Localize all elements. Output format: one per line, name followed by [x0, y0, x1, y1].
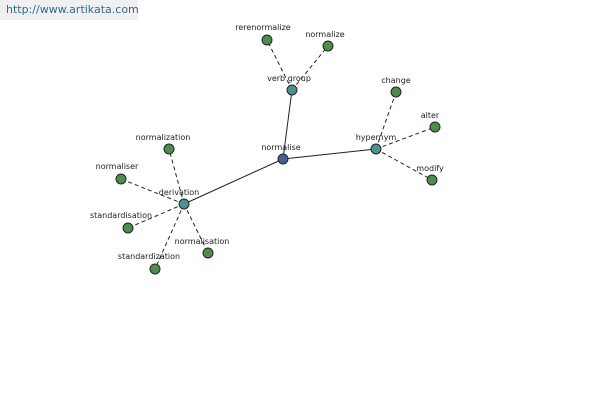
edge-derivation-to-standardization: [154, 203, 185, 270]
node-dot-normalisation[interactable]: [202, 247, 214, 259]
node-dot-normalization[interactable]: [163, 143, 175, 155]
edge-hypernym-to-alter: [375, 126, 436, 150]
edge-verb-group-to-normalize: [291, 45, 329, 91]
edge-hypernym-to-change: [375, 91, 397, 150]
node-label-normaliser[interactable]: normaliser: [96, 162, 139, 171]
node-dot-normalise[interactable]: [277, 153, 289, 165]
edge-normalise-to-derivation: [183, 158, 284, 205]
node-hypernym[interactable]: hypernym: [356, 133, 397, 155]
node-label-alter[interactable]: alter: [421, 111, 440, 120]
node-dot-alter[interactable]: [429, 121, 441, 133]
node-normalization[interactable]: normalization: [136, 133, 191, 155]
node-label-derivation[interactable]: derivation: [159, 188, 199, 197]
edge-derivation-to-standardisation: [127, 203, 185, 229]
node-normaliser[interactable]: normaliser: [96, 162, 139, 185]
edges-layer: [120, 39, 436, 270]
node-normalisation[interactable]: normalisation: [175, 237, 230, 259]
node-label-standardization[interactable]: standardization: [118, 252, 180, 261]
node-dot-normalize[interactable]: [322, 40, 334, 52]
edge-derivation-to-normalisation: [183, 203, 209, 254]
node-verb-group[interactable]: verb group: [267, 74, 311, 96]
node-dot-verb-group[interactable]: [286, 84, 298, 96]
node-normalise[interactable]: normalise: [261, 143, 301, 165]
node-label-normalisation[interactable]: normalisation: [175, 237, 230, 246]
edge-normalise-to-verb-group: [282, 89, 293, 160]
node-label-verb-group[interactable]: verb group: [267, 74, 311, 83]
node-dot-change[interactable]: [390, 86, 402, 98]
node-label-standardisation[interactable]: standardisation: [90, 211, 152, 220]
edge-normalise-to-hypernym: [282, 148, 377, 160]
node-dot-normaliser[interactable]: [115, 173, 127, 185]
node-label-modify[interactable]: modify: [416, 164, 444, 173]
node-label-normalise[interactable]: normalise: [261, 143, 300, 152]
edge-hypernym-to-modify: [375, 148, 433, 181]
node-rerenormalize[interactable]: rerenormalize: [235, 23, 291, 46]
node-change[interactable]: change: [381, 76, 411, 98]
node-dot-standardisation[interactable]: [122, 222, 134, 234]
node-label-rerenormalize[interactable]: rerenormalize: [235, 23, 291, 32]
edge-derivation-to-normalization: [168, 148, 185, 205]
node-label-normalization[interactable]: normalization: [136, 133, 191, 142]
node-label-hypernym[interactable]: hypernym: [356, 133, 397, 142]
edge-verb-group-to-rerenormalize: [266, 39, 293, 91]
node-normalize[interactable]: normalize: [305, 30, 345, 52]
node-dot-modify[interactable]: [426, 174, 438, 186]
site-url[interactable]: http://www.artikata.com: [0, 0, 139, 20]
node-dot-hypernym[interactable]: [370, 143, 382, 155]
node-dot-derivation[interactable]: [178, 198, 190, 210]
node-label-change[interactable]: change: [381, 76, 411, 85]
nodes-layer: normalise verb group hypernym derivation rer…: [90, 23, 444, 275]
node-dot-rerenormalize[interactable]: [261, 34, 273, 46]
node-alter[interactable]: alter: [421, 111, 441, 133]
node-standardization[interactable]: standardization: [118, 252, 180, 275]
node-derivation[interactable]: derivation: [159, 188, 199, 210]
node-modify[interactable]: modify: [416, 164, 444, 186]
node-dot-standardization[interactable]: [149, 263, 161, 275]
node-label-normalize[interactable]: normalize: [305, 30, 344, 39]
node-standardisation[interactable]: standardisation: [90, 211, 152, 234]
edge-derivation-to-normaliser: [120, 178, 185, 205]
